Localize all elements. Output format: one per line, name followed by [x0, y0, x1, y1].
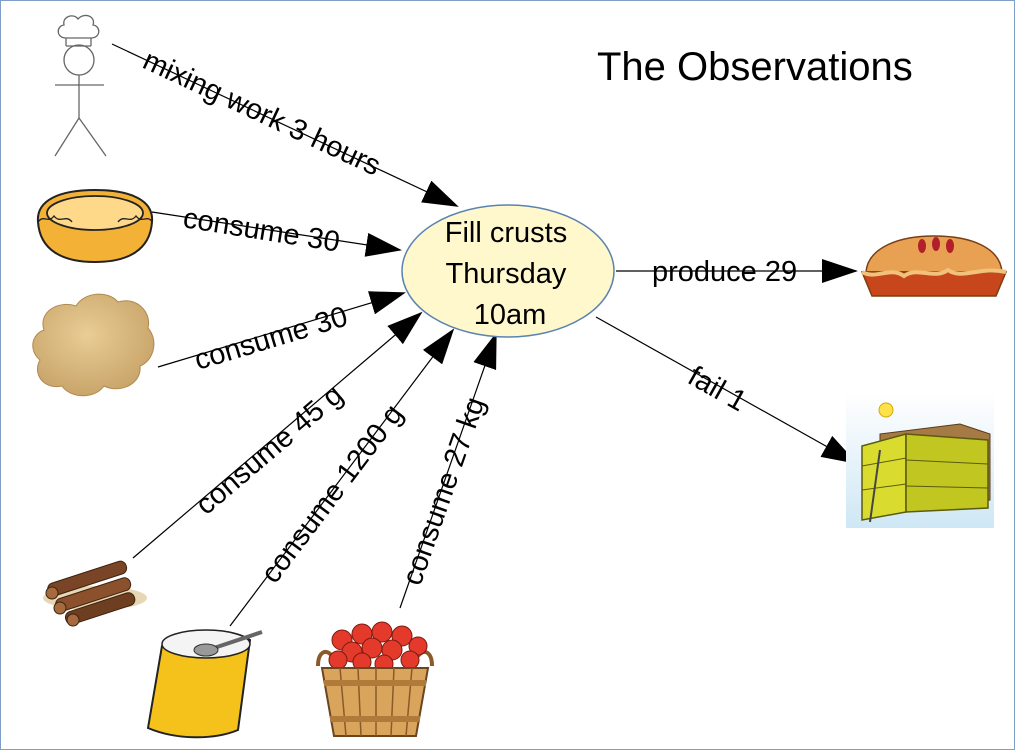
event-line-1: Fill crusts: [445, 217, 567, 249]
flow-arrows: [111, 43, 858, 627]
compost-bin-icon: [846, 392, 994, 528]
event-line-2: Thursday: [446, 258, 567, 290]
arrow-dough: [157, 291, 406, 368]
diagram-title: The Observations: [597, 45, 913, 89]
label-pies: produce 29: [652, 256, 797, 288]
label-compost: fail 1: [683, 360, 752, 418]
apple-pie-icon: [860, 235, 1008, 297]
arrow-cinnamon: [132, 311, 423, 559]
chef-stick-figure-icon: [54, 14, 107, 157]
pie-crust-icon: [36, 188, 154, 264]
cinnamon-sticks-icon: [43, 560, 147, 627]
arrow-flour: [229, 328, 455, 627]
label-dough: consume 30: [191, 301, 352, 377]
label-crusts: consume 30: [181, 202, 342, 258]
event-line-3: 10am: [474, 299, 547, 331]
dough-ball-icon: [32, 293, 155, 397]
label-apples: consume 27 kg: [396, 393, 491, 589]
label-labor: mixing work 3 hours: [138, 44, 385, 182]
arrow-labor: [111, 43, 459, 207]
arrow-crusts: [151, 211, 402, 257]
arrow-compost: [595, 316, 858, 464]
arrow-apples: [399, 332, 497, 609]
flour-sack-icon: [146, 629, 263, 739]
apple-basket-icon: [316, 621, 434, 737]
event-ellipse: [401, 204, 615, 338]
event-node: Fill crusts Thursday 10am: [401, 204, 615, 338]
